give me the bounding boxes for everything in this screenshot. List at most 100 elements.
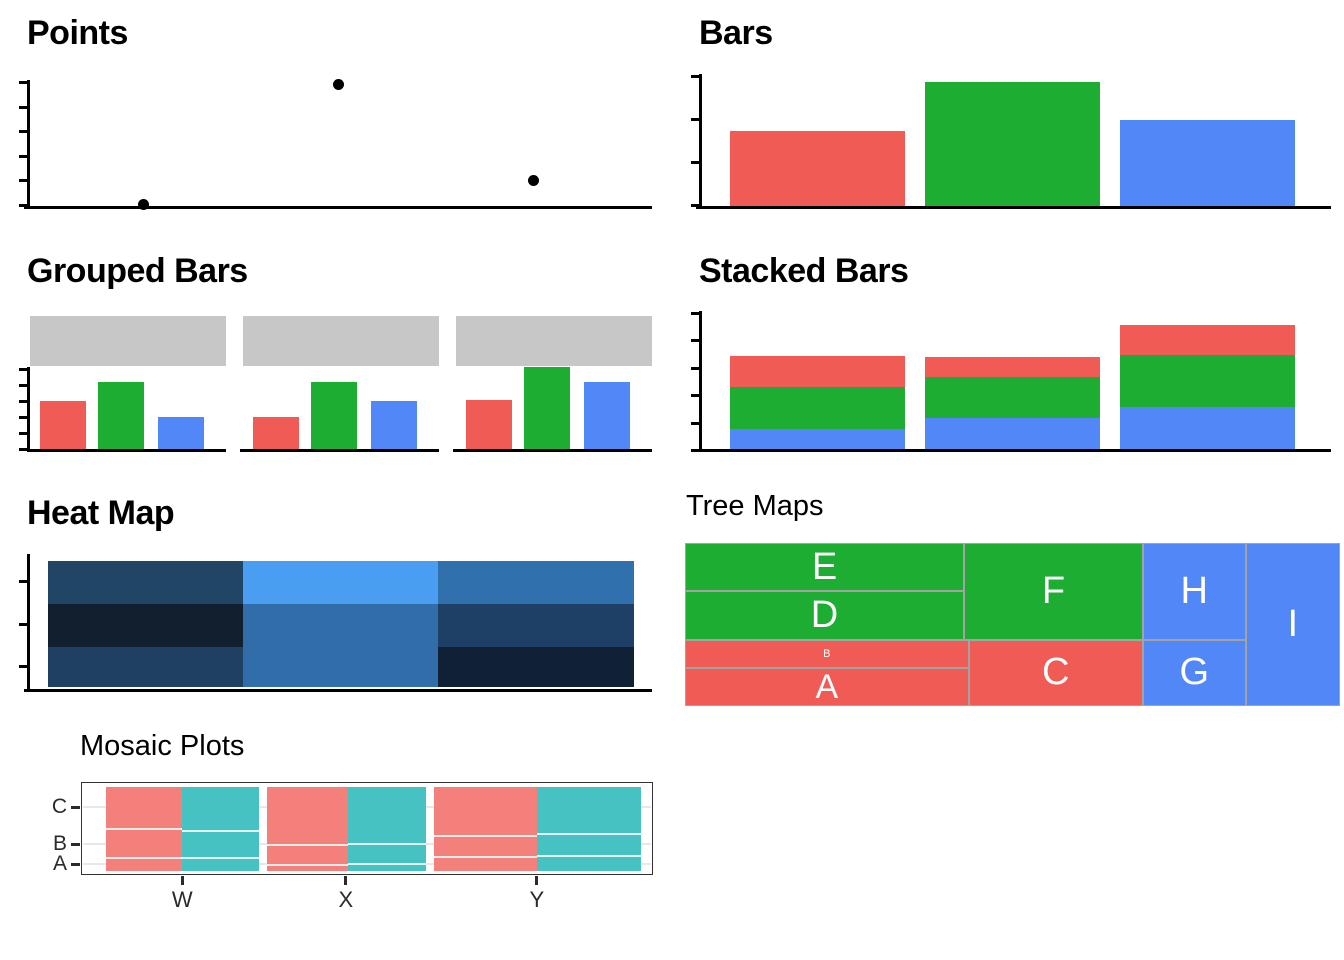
grouped-bars-bar-green: [311, 382, 357, 449]
treemap-cell-E: E: [685, 543, 965, 592]
mosaic-rect-Y-mosaic_red: [433, 787, 537, 871]
mosaic-rect-divider: [433, 834, 537, 837]
stacked-bars-segment-green: [925, 377, 1100, 418]
bars-y-axis-line: [699, 74, 702, 209]
heat-map-title: Heat Map: [27, 494, 175, 532]
mosaic-rect-divider: [182, 856, 259, 859]
heat-map-cell-r2-c1: [243, 647, 438, 687]
grouped-bars-y-axis-tick: [19, 432, 27, 435]
stacked-bars-y-axis-tick: [691, 367, 699, 370]
treemap-cell-C: C: [968, 639, 1143, 706]
heat-map-cell-r0-c2: [438, 561, 634, 604]
mosaic-rect-divider: [433, 855, 537, 858]
stacked-bars-y-axis-tick: [691, 312, 699, 315]
stacked-bars-segment-red: [730, 356, 905, 387]
mosaic-rect-divider: [536, 833, 641, 836]
mosaic-rect-divider: [536, 855, 641, 858]
mosaic-y-label-C: C: [51, 795, 67, 818]
bars-y-axis-tick: [691, 118, 699, 121]
grouped-bars-bar-green: [524, 367, 570, 449]
grouped-bars-facet-strip: [456, 316, 652, 366]
points-y-axis-line: [27, 80, 30, 209]
grouped-bars-bar-green: [98, 382, 144, 449]
heat-map-y-axis-tick: [19, 580, 27, 583]
heat-map-cell-r2-c0: [48, 647, 243, 687]
mosaic-rect-divider: [106, 856, 183, 859]
mosaic-x-tick: [180, 876, 184, 885]
heat-map-cell-r2-c2: [438, 647, 634, 687]
stacked-bars-segment-blue: [925, 418, 1100, 449]
mosaic-plots-title: Mosaic Plots: [80, 730, 245, 762]
grouped-bars-y-axis-tick: [19, 368, 27, 371]
mosaic-x-label-Y: Y: [529, 887, 545, 912]
treemap-cell-D: D: [685, 591, 965, 640]
bars-bar-blue: [1120, 120, 1295, 206]
grouped-bars-bar-red: [253, 417, 299, 449]
mosaic-rect-Y-teal: [536, 787, 641, 871]
treemap-cell-G: G: [1142, 639, 1246, 706]
grouped-bars-facet-strip: [30, 316, 226, 366]
stacked-bars-segment-red: [925, 357, 1100, 377]
heat-map-cell-r1-c2: [438, 604, 634, 647]
stacked-bars-title: Stacked Bars: [699, 252, 909, 290]
heat-map-y-axis-tick: [19, 665, 27, 668]
mosaic-rect-X-mosaic_red: [266, 787, 349, 871]
points-title: Points: [27, 14, 128, 52]
mosaic-rect-divider: [348, 843, 426, 846]
stacked-bars-segment-green: [730, 387, 905, 429]
grouped-bars-y-axis-tick: [19, 400, 27, 403]
heat-map-y-axis-line: [27, 554, 30, 692]
grouped-bars-bar-blue: [584, 382, 630, 449]
mosaic-y-label-B: B: [52, 832, 67, 855]
points-y-axis-tick: [19, 106, 27, 109]
treemap-cell-B: B: [685, 639, 969, 669]
bars-y-axis-tick: [691, 75, 699, 78]
mosaic-rect-divider: [266, 844, 349, 847]
treemap-cell-H: H: [1142, 543, 1246, 640]
mosaic-x-label-W: W: [171, 887, 193, 912]
heat-map-cell-r0-c1: [243, 561, 438, 604]
heat-map-x-axis-line: [24, 689, 652, 692]
points-y-axis-tick: [19, 130, 27, 133]
mosaic-y-tick: [71, 862, 80, 866]
mosaic-x-tick: [535, 876, 539, 885]
points-dot: [333, 78, 345, 90]
mosaic-x-tick: [344, 876, 348, 885]
stacked-bars-y-axis-tick: [691, 394, 699, 397]
points-y-axis-tick: [19, 155, 27, 158]
treemap-cell-F: F: [964, 543, 1143, 640]
grouped-bars-y-axis-line: [27, 367, 30, 452]
grouped-bars-facet-axis-line: [27, 449, 226, 452]
bars-y-axis-tick: [691, 161, 699, 164]
grouped-bars-y-axis-tick: [19, 416, 27, 419]
stacked-bars-segment-blue: [730, 429, 905, 449]
stacked-bars-y-axis-line: [699, 311, 702, 452]
stacked-bars-y-axis-tick: [691, 422, 699, 425]
grouped-bars-title: Grouped Bars: [27, 252, 248, 290]
grouped-bars-y-axis-tick: [19, 448, 27, 451]
stacked-bars-segment-green: [1120, 355, 1295, 407]
mosaic-rect-divider: [106, 828, 183, 831]
grouped-bars-facet-axis-line: [453, 449, 652, 452]
stacked-bars-x-axis-line: [696, 449, 1331, 452]
tree-maps-title: Tree Maps: [686, 490, 824, 522]
mosaic-rect-divider: [182, 829, 259, 832]
mosaic-y-tick: [71, 842, 80, 846]
stacked-bars-segment-blue: [1120, 407, 1295, 449]
grouped-bars-facet-strip: [243, 316, 439, 366]
points-y-axis-tick: [19, 81, 27, 84]
points-y-axis-tick: [19, 204, 27, 207]
bars-bar-green: [925, 82, 1100, 206]
heat-map-y-axis-tick: [19, 623, 27, 626]
grouped-bars-bar-red: [40, 401, 86, 449]
mosaic-x-label-X: X: [338, 887, 354, 912]
treemap-cell-A: A: [685, 668, 969, 706]
heat-map-cell-r1-c0: [48, 604, 243, 647]
grouped-bars-bar-blue: [158, 417, 204, 449]
mosaic-y-tick: [71, 805, 80, 809]
treemap-cell-I: I: [1245, 543, 1340, 706]
stacked-bars-y-axis-tick: [691, 449, 699, 452]
grouped-bars-y-axis-tick: [19, 384, 27, 387]
mosaic-rect-divider: [348, 862, 426, 865]
